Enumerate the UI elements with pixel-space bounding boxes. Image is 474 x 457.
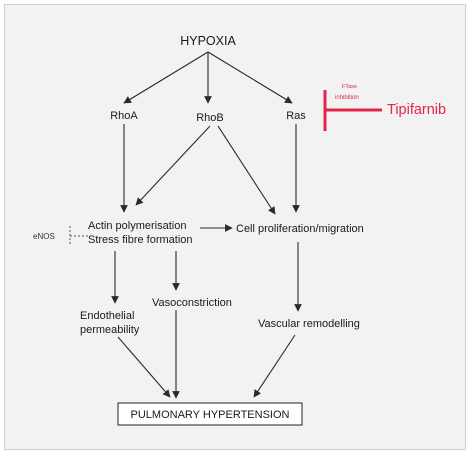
arrow-hypoxia-ras [207,51,293,104]
rhoa-label: RhoA [110,110,138,122]
ras-label: Ras [286,110,306,122]
hypoxia-label: HYPOXIA [180,34,236,48]
inhibition-label: inhibition [335,95,359,101]
ftase-label: FTase [342,84,357,90]
pulmonary-hypertension-label: PULMONARY HYPERTENSION [131,409,290,421]
figure-background [4,4,466,450]
cell-proliferation-label: Cell proliferation/migration [236,223,364,235]
arrow-remodelling-ph [253,334,296,398]
arrow-rhob-actin [135,125,211,206]
rhob-label: RhoB [196,112,224,124]
endothelial-label: Endothelial [80,310,134,322]
vasoconstriction-label: Vasoconstriction [152,297,232,309]
arrow-endothelial-ph [117,336,171,398]
stress-fibre-label: Stress fibre formation [88,234,193,246]
arrow-hypoxia-rhoa [123,51,209,104]
vascular-remodelling-label: Vascular remodelling [258,318,360,330]
pulmonary-hypertension-box [117,402,303,426]
actin-polymerisation-label: Actin polymerisation [88,220,186,232]
arrow-rhob-cellprolif [217,125,276,215]
permeability-label: permeability [80,324,140,336]
enos-label: eNOS [33,232,55,241]
tipifarnib-label: Tipifarnib [387,102,446,118]
